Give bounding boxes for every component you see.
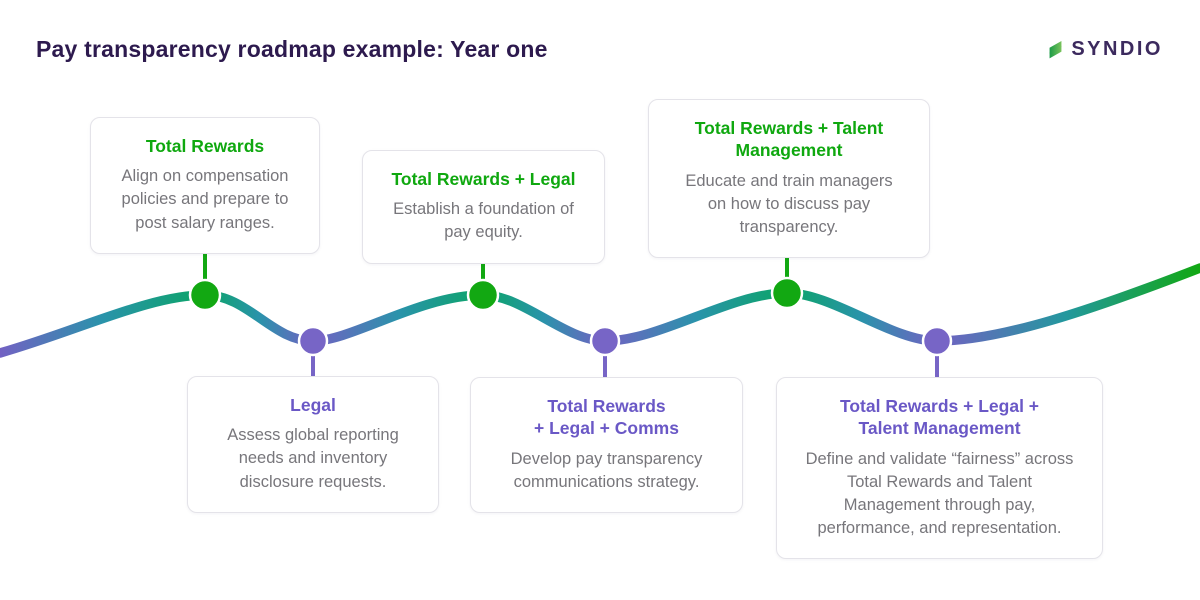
milestone-description: Establish a foundation of pay equity. <box>393 200 574 242</box>
dot-total-rewards-legal <box>466 278 500 312</box>
milestone-description: Develop pay transparency communications … <box>510 449 703 491</box>
syndio-s-mark-icon <box>1049 41 1062 59</box>
dot-total-rewards <box>188 278 222 312</box>
syndio-wordmark: SYNDIO <box>1071 38 1163 60</box>
milestone-title: Total Rewards <box>145 136 265 156</box>
milestone-card-total-rewards-legal-comms: Total Rewards + Legal + Comms Develop pa… <box>470 377 743 513</box>
dot-total-rewards-talent <box>770 276 804 310</box>
dot-legal <box>297 325 329 357</box>
milestone-title: Total Rewards + Legal + Comms <box>534 396 679 439</box>
milestone-card-total-rewards-legal-talent: Total Rewards + Legal + Talent Managemen… <box>776 377 1103 560</box>
milestone-description: Educate and train managers on how to dis… <box>685 171 893 236</box>
milestone-card-total-rewards: Total Rewards Align on compensation poli… <box>90 117 320 254</box>
milestone-description: Assess global reporting needs and invent… <box>227 426 399 491</box>
milestone-title: Total Rewards + Legal + Talent Managemen… <box>839 396 1040 439</box>
milestone-title: Total Rewards + Talent Management <box>694 118 884 161</box>
milestone-card-legal: Legal Assess global reporting needs and … <box>187 376 439 513</box>
milestone-description: Align on compensation policies and prepa… <box>121 167 289 232</box>
milestone-title: Legal <box>290 395 336 415</box>
milestone-card-total-rewards-talent: Total Rewards + Talent Management Educat… <box>648 99 930 259</box>
milestone-description: Define and validate “fairness” across To… <box>805 449 1074 538</box>
dot-total-rewards-legal-talent <box>921 325 953 357</box>
dot-total-rewards-legal-comms <box>589 325 621 357</box>
page-title: Pay transparency roadmap example: Year o… <box>36 36 548 62</box>
syndio-logo: SYNDIO <box>1047 38 1163 61</box>
milestone-card-total-rewards-legal: Total Rewards + Legal Establish a founda… <box>362 150 605 264</box>
milestone-title: Total Rewards + Legal <box>391 169 576 189</box>
